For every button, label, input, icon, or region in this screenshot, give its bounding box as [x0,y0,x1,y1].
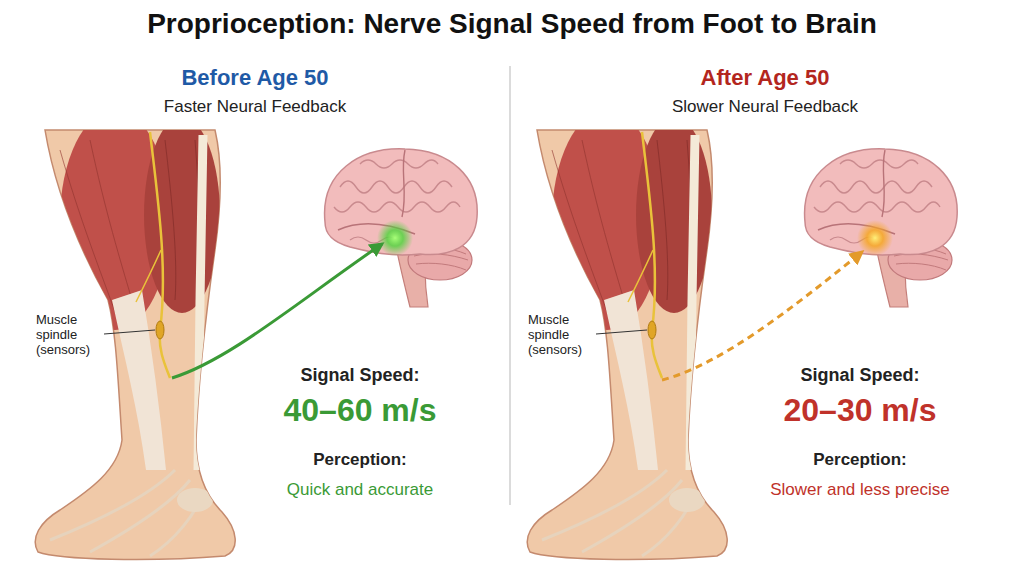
part-label: Muscle spindle (sensors) [36,313,108,358]
leader-line [596,330,647,334]
panel-divider [509,66,511,505]
speed-value: 40–60 m/s [283,392,436,429]
panel-heading: After Age 50 [701,65,830,90]
brain-glow [377,220,413,256]
speed-value: 20–30 m/s [783,392,936,429]
diagram-title: Proprioception: Nerve Signal Speed from … [147,8,877,40]
metric-label: Signal Speed: [800,365,919,386]
lower-leg [35,110,235,559]
signal-arrow [172,244,382,378]
signal-arrow [662,252,862,380]
brain-glow [857,220,893,256]
lower-leg [527,110,727,559]
panel-subheading: Slower Neural Feedback [672,97,858,117]
brain [325,149,478,307]
panel-subheading: Faster Neural Feedback [164,97,346,117]
brain [805,149,958,307]
perception-value: Slower and less precise [770,480,950,500]
perception-value: Quick and accurate [287,480,433,500]
part-label: Muscle spindle (sensors) [528,313,600,358]
metric-label: Perception: [813,450,907,470]
metric-label: Signal Speed: [300,365,419,386]
leader-line [104,330,155,334]
metric-label: Perception: [313,450,407,470]
panel-heading: Before Age 50 [181,65,328,90]
